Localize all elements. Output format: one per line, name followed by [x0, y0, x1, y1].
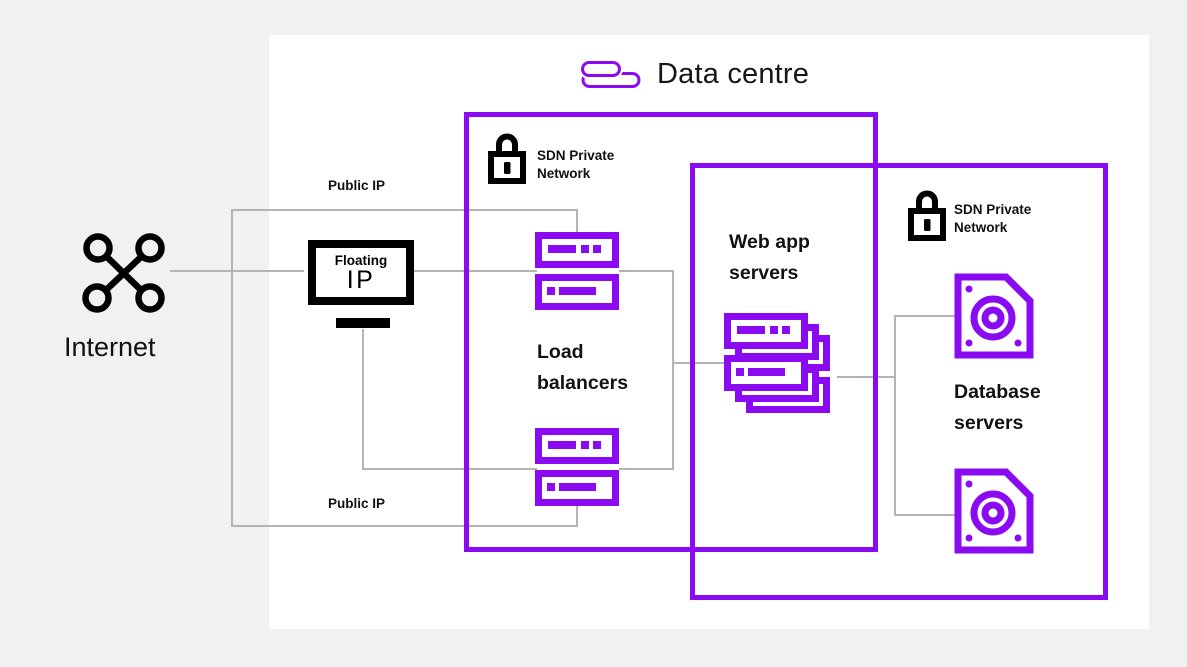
sdn-network-1-label-line1: SDN Private [537, 148, 615, 163]
connector-stub-from-lb2-bottom [576, 506, 578, 527]
floating-ip-node: Floating IP [308, 240, 414, 305]
connector-internet-to-floating-ip [170, 270, 304, 272]
connector-floating-ip-drop [362, 329, 364, 470]
connector-floating-ip-to-lb1 [413, 270, 537, 272]
connector-webstack-to-db-bracket [837, 376, 895, 378]
connector-lb-bracket [672, 270, 674, 470]
page-title: Data centre [657, 58, 810, 90]
lock-icon [488, 133, 526, 184]
lock-icon [908, 190, 946, 241]
public-ip-label-top: Public IP [328, 178, 386, 193]
floating-ip-label-line1: Floating [334, 252, 388, 268]
sdn-network-1-label-line2: Network [537, 165, 591, 181]
connector-lb2-to-bracket [619, 468, 674, 470]
connector-public-ip-bottom [231, 525, 578, 527]
load-balancers-label: Load balancers [537, 337, 628, 399]
sdn-network-1-label: SDN Private Network [537, 147, 614, 182]
sdn-private-network-1-box [464, 112, 878, 552]
connector-db-bracket-to-db1 [894, 315, 958, 317]
connector-db-bracket [894, 315, 896, 516]
web-app-servers-label-line1: Web app [729, 231, 810, 253]
database-1-disk-drive-icon [954, 273, 1034, 359]
sdn-private-network-2-box [690, 163, 1108, 600]
database-servers-label-line1: Database [954, 381, 1041, 403]
connector-stub-to-lb1-top [576, 209, 578, 234]
connector-floating-ip-to-lb2 [363, 468, 537, 470]
floating-ip-label-line2: IP [346, 265, 376, 294]
connector-public-ip-top [231, 209, 578, 211]
data-centre-icon [579, 58, 641, 88]
connector-public-ip-riser [231, 209, 233, 527]
web-app-servers-label-line2: servers [729, 262, 799, 284]
load-balancers-label-line1: Load [537, 341, 584, 363]
internet-nodes-icon [82, 233, 165, 313]
connector-bracket-to-webstack [672, 362, 729, 364]
load-balancer-1-server-icon [535, 232, 619, 310]
connector-db-bracket-to-db2 [894, 514, 958, 516]
database-servers-label-line2: servers [954, 412, 1024, 434]
load-balancer-2-server-icon [535, 428, 619, 506]
sdn-network-2-label-line1: SDN Private [954, 202, 1032, 217]
public-ip-label-bottom: Public IP [328, 496, 386, 511]
diagram-title: Data centre [579, 58, 810, 91]
database-servers-label: Database servers [954, 377, 1041, 439]
connector-lb1-to-bracket [619, 270, 674, 272]
database-2-disk-drive-icon [954, 468, 1034, 554]
web-app-servers-label: Web app servers [729, 227, 810, 289]
server-stack-icon [724, 313, 832, 415]
load-balancers-label-line2: balancers [537, 372, 629, 394]
sdn-network-2-label: SDN Private Network [954, 201, 1031, 236]
internet-label: Internet [64, 332, 156, 362]
sdn-network-2-label-line2: Network [954, 219, 1008, 235]
monitor-stand [336, 318, 390, 328]
